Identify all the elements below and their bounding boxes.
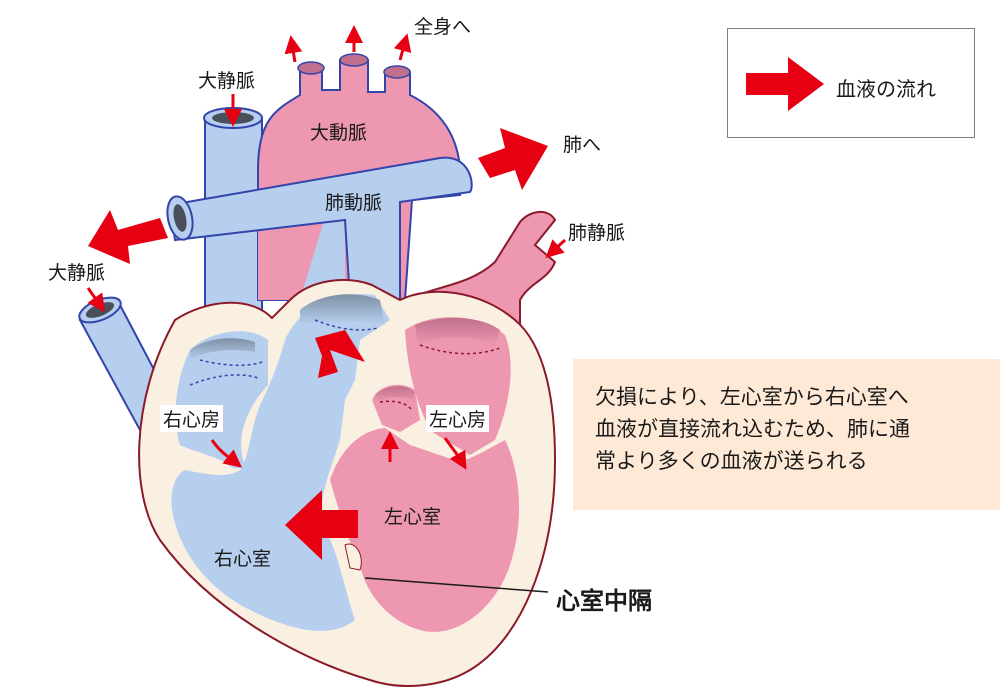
pulmonary-artery bbox=[166, 156, 473, 301]
label-right-ventricle: 右心室 bbox=[214, 548, 272, 570]
label-pulmonary-vein: 肺静脈 bbox=[568, 222, 626, 244]
label-whole-body: 全身へ bbox=[414, 16, 472, 38]
label-ventricular-septum: 心室中隔 bbox=[556, 587, 652, 615]
small-flow-arrows bbox=[86, 25, 567, 470]
flow-arrows bbox=[88, 128, 548, 560]
explanation-note: 欠損により、左心室から右心室へ 血液が直接流れ込むため、肺に通 常より多くの血液… bbox=[573, 359, 1000, 510]
note-line: 血液が直接流れ込むため、肺に通 bbox=[595, 417, 910, 441]
valve-lines bbox=[189, 319, 501, 411]
note-line: 欠損により、左心室から右心室へ bbox=[595, 385, 909, 409]
label-aorta: 大動脈 bbox=[310, 122, 368, 144]
legend-arrow-icon bbox=[746, 57, 824, 111]
right-chambers bbox=[171, 294, 390, 631]
label-pulmonary-artery: 肺動脈 bbox=[325, 192, 383, 214]
label-to-lung: 肺へ bbox=[563, 134, 602, 156]
legend-label: 血液の流れ bbox=[836, 77, 936, 101]
label-left-ventricle: 左心室 bbox=[384, 506, 442, 528]
label-inferior-vena-cava: 大静脈 bbox=[48, 262, 106, 284]
legend-box: 血液の流れ bbox=[727, 28, 975, 138]
label-left-atrium: 左心房 bbox=[426, 405, 490, 432]
arrow-rv-to-pa bbox=[315, 330, 365, 378]
arrow-lv-to-rv bbox=[285, 490, 358, 560]
arrow-vena-cava-left bbox=[88, 210, 168, 264]
label-superior-vena-cava: 大静脈 bbox=[198, 70, 256, 92]
label-right-atrium: 右心房 bbox=[160, 405, 224, 432]
septum-leader bbox=[364, 577, 549, 593]
note-line: 常より多くの血液が送られる bbox=[595, 449, 868, 473]
septum-defect bbox=[344, 543, 362, 571]
arrow-to-lung bbox=[478, 128, 548, 190]
